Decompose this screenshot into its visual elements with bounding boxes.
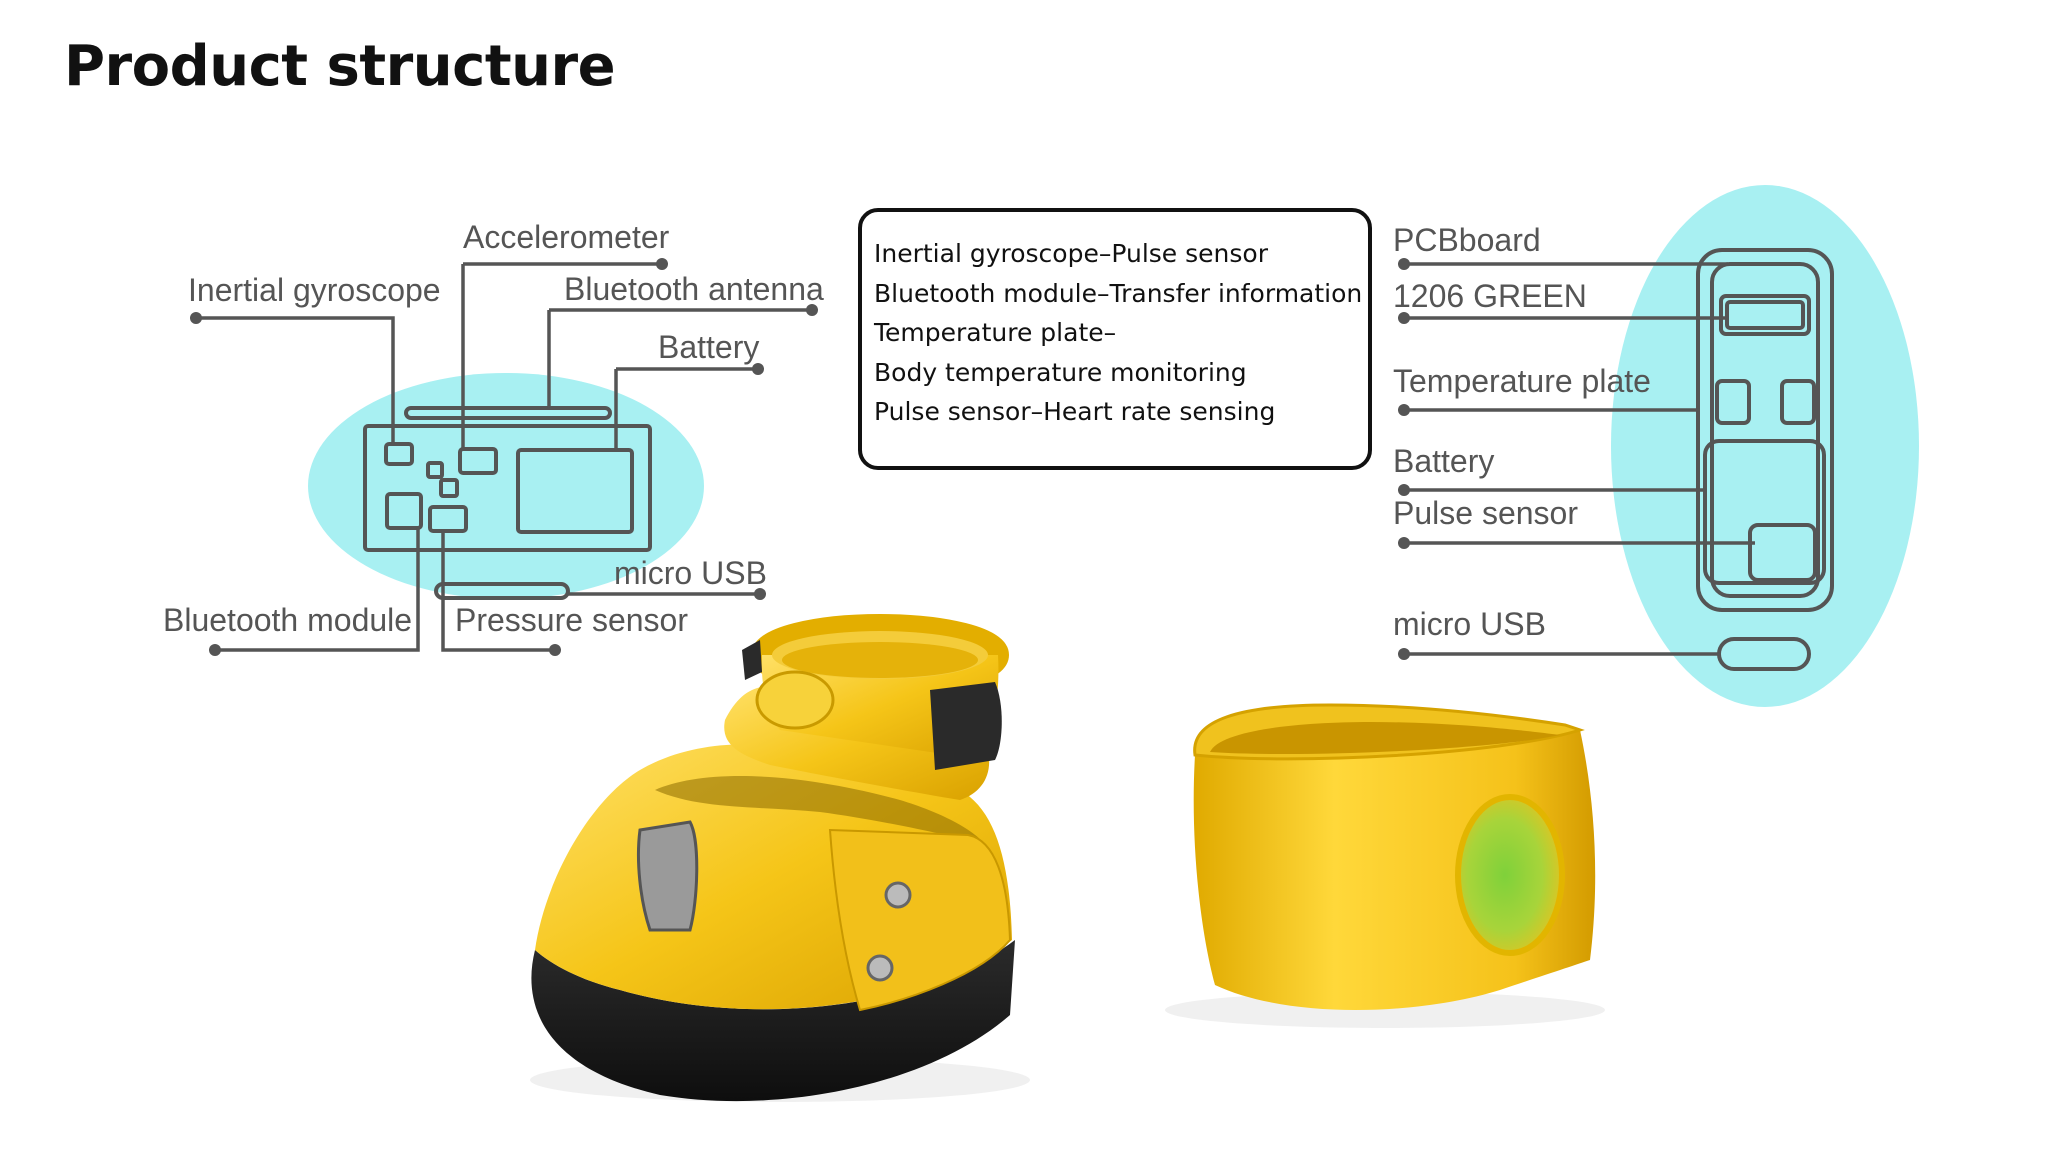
battery-part [516,448,634,534]
pulse-sensor-pad [1455,794,1565,956]
left-leader-dots [190,258,818,656]
accelerometer-part [458,447,498,475]
hoof-boot-black-pad-left [742,640,762,680]
hoof-boot-buckle [636,820,699,932]
right-board-outline [1696,248,1834,612]
small-part-a [426,461,444,479]
right-circuit-diagram [1398,185,1919,707]
label-inertial-gyroscope: Inertial gyroscope [188,272,441,308]
temperature-plate-left [1715,379,1751,425]
hoof-boot-screw-top [884,881,912,909]
hoof-boot-screw-bottom [866,954,894,982]
inertial-gyroscope-part [384,442,414,466]
label-pulse-sensor: Pulse sensor [1393,495,1578,531]
small-part-b [439,478,459,498]
right-leader-lines [1404,262,1755,656]
hoof-boot-opening [655,776,985,845]
pulse-sensor-part [1748,523,1817,582]
led-part-inner [1725,300,1805,330]
function-info-box: Inertial gyroscope–Pulse sensor Bluetoot… [858,208,1372,470]
battery-part-right [1703,439,1826,585]
bluetooth-module-part [385,492,423,530]
hoof-boot-illustration [530,614,1030,1102]
micro-usb-part [434,582,570,600]
info-line: Temperature plate– [874,318,1117,347]
info-line: Body temperature monitoring [874,357,1247,387]
left-circuit-diagram [190,258,818,656]
left-leader-lines [196,262,812,652]
right-highlight-ellipse [1611,185,1919,707]
left-board-outline [363,424,652,552]
hoof-boot-sole [531,940,1015,1102]
hoof-boot-black-pad [930,682,1002,770]
page-title: Product structure [64,34,616,99]
label-accelerometer: Accelerometer [463,219,670,255]
right-leader-dots [1398,258,1410,660]
pressure-sensor-part [428,505,468,533]
info-line: Bluetooth module–Transfer information [874,278,1363,308]
bluetooth-antenna-part [404,406,612,420]
label-battery-right: Battery [1393,443,1495,479]
temperature-plate-right [1780,379,1816,425]
right-board-inner [1710,262,1820,598]
label-micro-usb-left: micro USB [614,555,767,591]
led-part [1719,294,1811,336]
label-pressure-sensor: Pressure sensor [455,602,688,638]
band-illustration [1165,703,1605,1028]
hoof-boot-button [755,670,835,730]
label-bluetooth-module: Bluetooth module [163,602,413,638]
label-1206-green: 1206 GREEN [1393,278,1587,314]
label-pcb-board: PCBboard [1393,222,1541,258]
label-micro-usb-right: micro USB [1393,606,1546,642]
info-line: Inertial gyroscope–Pulse sensor [874,239,1268,268]
label-temperature-plate: Temperature plate [1393,363,1651,399]
label-bluetooth-antenna: Bluetooth antenna [564,271,824,307]
left-highlight-ellipse [308,373,704,599]
label-battery-left: Battery [658,329,760,365]
info-line: Pulse sensor–Heart rate sensing [874,397,1276,426]
